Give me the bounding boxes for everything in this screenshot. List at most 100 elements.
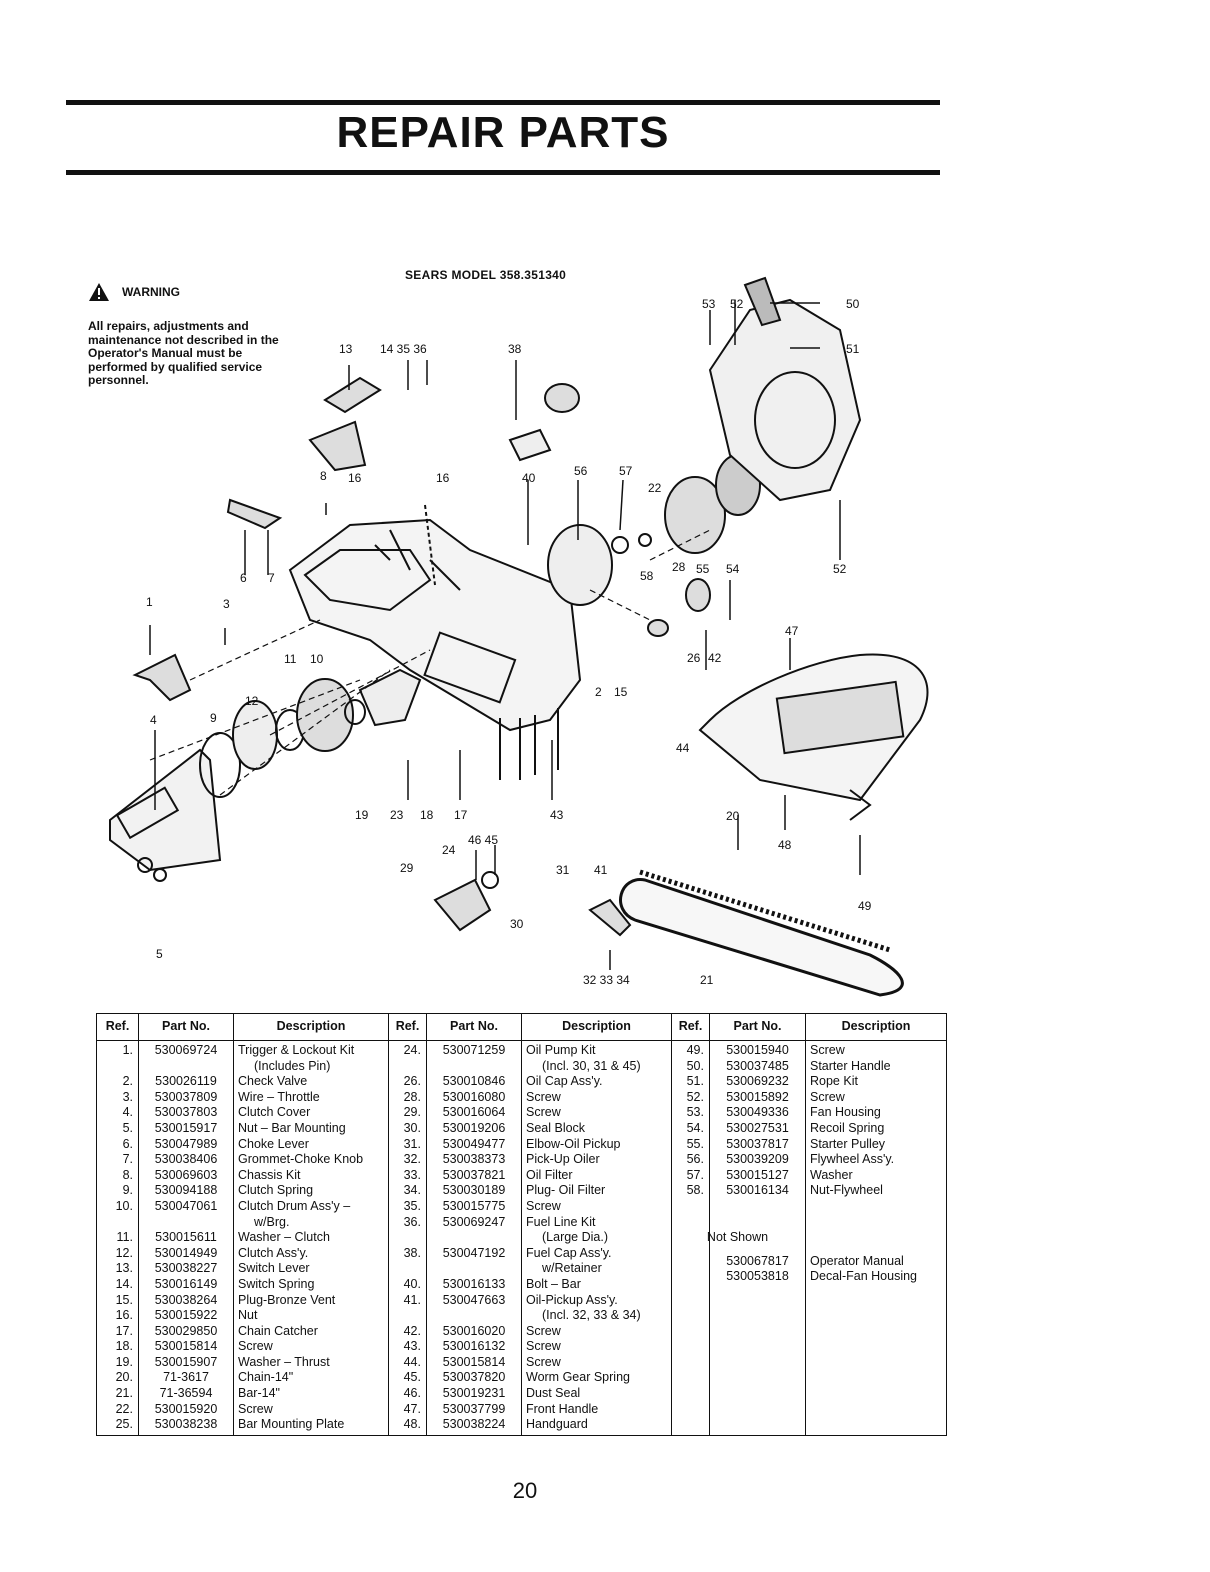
- table-cell: [431, 1261, 517, 1277]
- table-cell: [431, 1230, 517, 1246]
- ref-header: Ref.: [388, 1013, 427, 1041]
- table-cell: (Incl. 30, 31 & 45): [542, 1058, 641, 1073]
- table-cell: 71-36594: [159, 1386, 213, 1401]
- table-cell: 18.: [115, 1339, 133, 1354]
- table-cell: 50.: [686, 1058, 704, 1073]
- table-cell: Bar Mounting Plate: [238, 1417, 345, 1432]
- callout: 23: [390, 808, 404, 822]
- table-cell: Screw: [526, 1339, 561, 1354]
- table-cell: 2.: [122, 1074, 133, 1089]
- callout: 46 45: [468, 833, 498, 847]
- table-cell: 7.: [122, 1152, 133, 1167]
- table-cell: 530015892: [726, 1089, 789, 1104]
- table-cell: Bolt – Bar: [526, 1276, 581, 1291]
- table-cell: 530016080: [442, 1089, 506, 1104]
- table-cell: 43.: [403, 1339, 421, 1354]
- callout: 16: [436, 471, 450, 485]
- warning-label: WARNING: [122, 285, 180, 299]
- callout: 48: [778, 838, 792, 852]
- table-cell: 32.: [403, 1152, 421, 1167]
- table-cell: Elbow-Oil Pickup: [526, 1136, 621, 1151]
- table-cell: Screw: [238, 1401, 273, 1416]
- table-cell: Screw: [810, 1089, 845, 1104]
- table-cell: 71-3617: [163, 1370, 209, 1385]
- callout: 1: [146, 595, 153, 609]
- table-cell: Dust Seal: [526, 1386, 581, 1401]
- table-cell: 14.: [115, 1276, 133, 1291]
- table-cell: Chain-14": [238, 1370, 294, 1385]
- table-cell: 38.: [403, 1245, 421, 1260]
- part-header: Part No.: [709, 1013, 806, 1041]
- title-underline: [66, 170, 940, 175]
- table-cell: 47.: [403, 1401, 421, 1416]
- table-cell: 530016134: [726, 1183, 789, 1198]
- table-cell: 35.: [403, 1198, 421, 1213]
- table-cell: Washer: [810, 1167, 853, 1182]
- table-cell: 530016132: [442, 1339, 506, 1354]
- callout: 52: [833, 562, 847, 576]
- table-body-row: 1.2.3.4.5.6.7.8.9.10.11.12.13.14.15.16.1…: [96, 1040, 947, 1436]
- table-cell: 44.: [403, 1354, 421, 1369]
- table-cell: 530016064: [442, 1105, 506, 1120]
- table-cell: Clutch Spring: [238, 1183, 314, 1198]
- table-cell: 530039209: [726, 1152, 789, 1167]
- table-cell: 530049477: [442, 1136, 506, 1151]
- table-cell: 530015814: [442, 1354, 506, 1369]
- callout: 43: [550, 808, 564, 822]
- callout: 21: [700, 973, 714, 987]
- callout: 51: [846, 342, 860, 356]
- table-cell: Plug-Bronze Vent: [238, 1292, 336, 1307]
- table-cell: Oil Filter: [526, 1167, 573, 1182]
- table-cell: 20.: [115, 1370, 133, 1385]
- table-cell: Front Handle: [526, 1401, 599, 1416]
- table-cell: Rope Kit: [810, 1074, 858, 1089]
- table-cell: 530010846: [442, 1074, 506, 1089]
- table-cell: Plug- Oil Filter: [526, 1183, 606, 1198]
- table-cell: 28.: [403, 1089, 421, 1104]
- table-cell: 41.: [403, 1292, 421, 1307]
- table-cell: 55.: [686, 1136, 704, 1151]
- warning-icon: [89, 283, 109, 301]
- table-cell: [101, 1215, 133, 1231]
- table-cell: 31.: [403, 1136, 421, 1151]
- callout: 22: [648, 481, 662, 495]
- table-cell: 16.: [115, 1308, 133, 1323]
- table-cell: 33.: [403, 1167, 421, 1182]
- table-cell: Screw: [810, 1043, 845, 1057]
- table-cell: [393, 1059, 421, 1075]
- table-cell: 530014949: [154, 1245, 218, 1260]
- table-cell: Washer – Thrust: [238, 1354, 330, 1369]
- table-cell: 530015127: [726, 1167, 789, 1182]
- table-cell: 530069232: [726, 1074, 789, 1089]
- table-cell: 9.: [122, 1183, 133, 1198]
- callout: 47: [785, 624, 799, 638]
- table-cell: Oil Cap Ass'y.: [526, 1074, 603, 1089]
- table-cell: 34.: [403, 1183, 421, 1198]
- table-cell: Check Valve: [238, 1074, 308, 1089]
- table-cell: 48.: [403, 1417, 421, 1432]
- table-cell: 58.: [686, 1183, 704, 1198]
- callout: 56: [574, 464, 588, 478]
- table-cell: 40.: [403, 1276, 421, 1291]
- table-cell: 530015775: [442, 1198, 506, 1213]
- table-cell: Switch Lever: [238, 1261, 310, 1276]
- table-cell: 6.: [122, 1136, 133, 1151]
- table-header-row: Ref. Part No. Description Ref. Part No. …: [96, 1013, 947, 1041]
- table-cell: Decal-Fan Housing: [810, 1269, 917, 1284]
- col2-refs: 24.26.28.29.30.31.32.33.34.35.36.38.40.4…: [388, 1040, 427, 1436]
- callout: 20: [726, 809, 740, 823]
- col1-descs: Trigger & Lockout Kit(Includes Pin)Check…: [233, 1040, 389, 1436]
- callout: 2: [595, 685, 602, 699]
- callout: 5: [156, 947, 163, 961]
- table-cell: [393, 1261, 421, 1277]
- table-cell: Trigger & Lockout Kit: [238, 1043, 355, 1057]
- table-cell: 530047192: [442, 1245, 506, 1260]
- callout: 52: [730, 297, 744, 311]
- table-cell: 530015611: [155, 1230, 217, 1245]
- table-cell: 530071259: [442, 1043, 506, 1057]
- table-cell: 49.: [686, 1043, 704, 1057]
- table-cell: Clutch Ass'y.: [238, 1245, 309, 1260]
